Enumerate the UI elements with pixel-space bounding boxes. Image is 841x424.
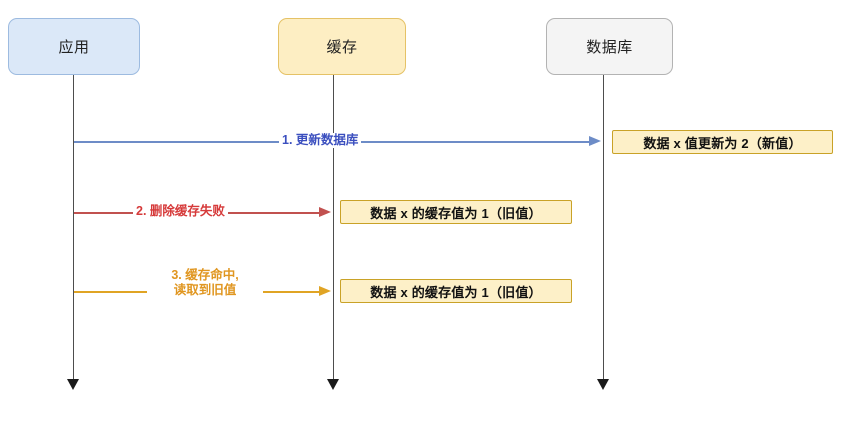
note-text-3: 数据 x 的缓存值为 1（旧值） [370,284,542,300]
actor-box-database[interactable]: 数据库 [546,18,673,75]
message-label-3-line2: 读取到旧值 [173,283,237,297]
note-cache-old-value-1: 数据 x 的缓存值为 1（旧值） [340,200,572,224]
message-label-3-line1: 3. 缓存命中, [171,268,239,282]
note-text-1: 数据 x 值更新为 2（新值） [643,135,802,151]
message-label-3: 3. 缓存命中, 读取到旧值 [147,268,263,298]
actor-label-database: 数据库 [586,39,633,56]
note-text-2: 数据 x 的缓存值为 1（旧值） [370,205,542,221]
lifeline-arrow-app-icon [67,379,79,390]
message-label-2: 2. 删除缓存失败 [133,204,228,219]
actor-label-cache: 缓存 [326,39,358,56]
lifeline-arrow-cache-icon [327,379,339,390]
note-cache-old-value-2: 数据 x 的缓存值为 1（旧值） [340,279,572,303]
message-arrowhead-2-icon [319,207,331,217]
note-database-new-value: 数据 x 值更新为 2（新值） [612,130,833,154]
actor-label-app: 应用 [58,39,90,56]
actor-box-cache[interactable]: 缓存 [278,18,406,75]
message-arrowhead-1-icon [589,136,601,146]
lifeline-app [73,75,75,380]
lifeline-cache [333,75,335,380]
message-label-1: 1. 更新数据库 [279,133,362,148]
lifeline-arrow-database-icon [597,379,609,390]
lifeline-database [603,75,605,380]
message-arrowhead-3-icon [319,286,331,296]
actor-box-app[interactable]: 应用 [8,18,140,75]
